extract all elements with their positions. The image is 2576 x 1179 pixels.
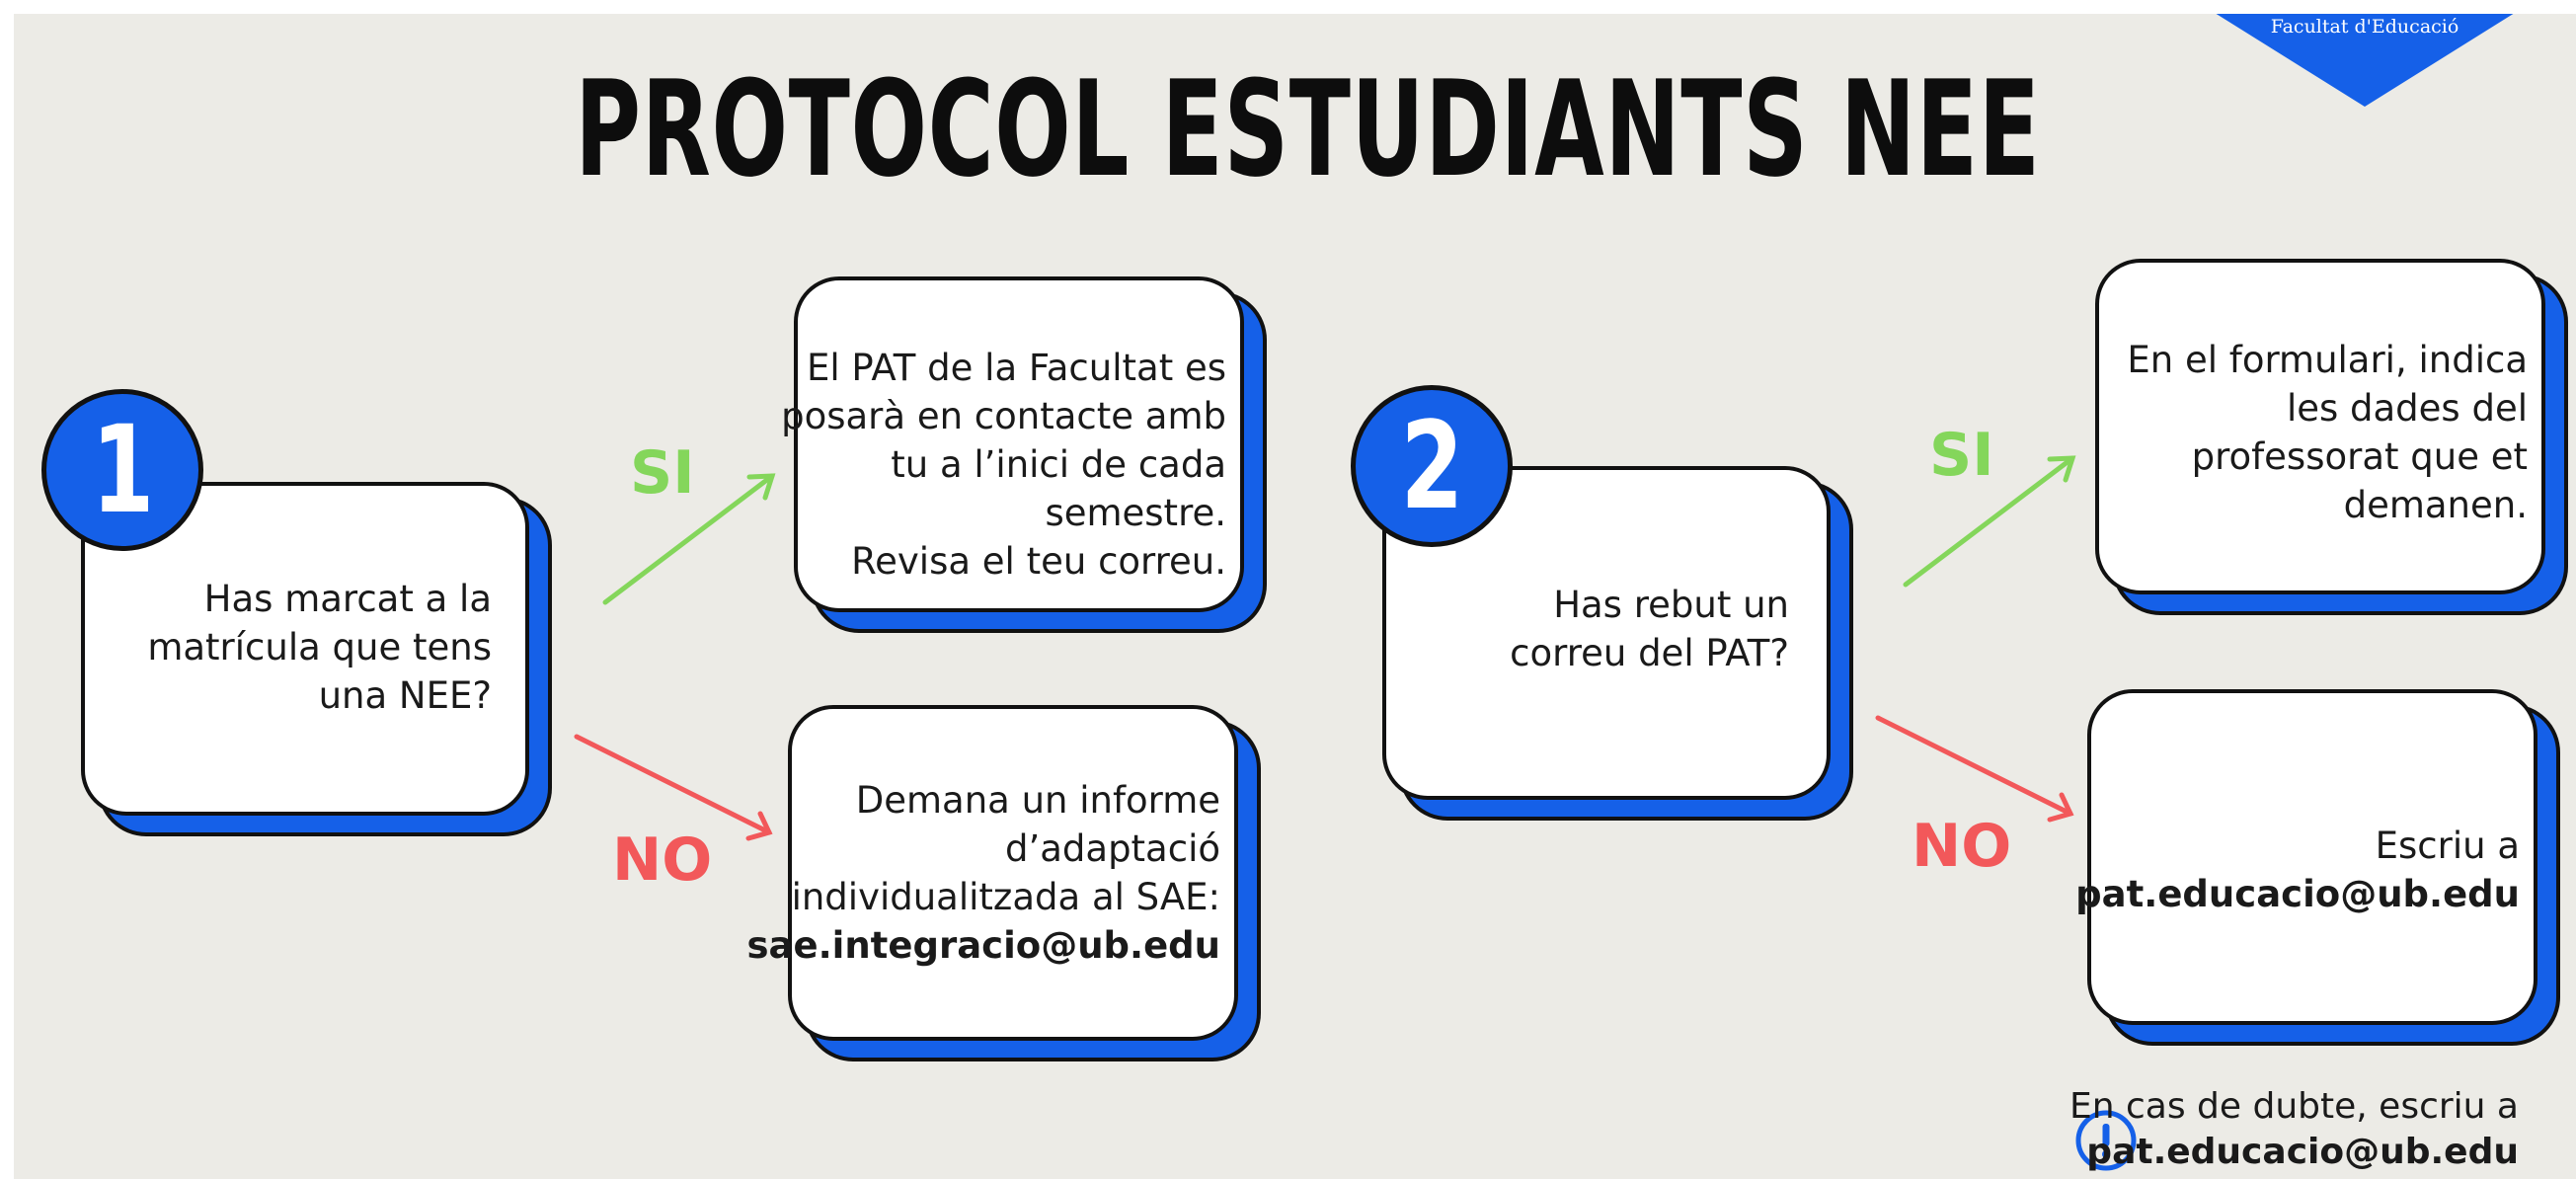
exclamation-circle-icon	[2075, 1110, 2137, 1171]
step2-yes-result-line: professorat que et	[2191, 435, 2528, 478]
step1-question-line: una NEE?	[318, 674, 492, 717]
step1-question-box: Has marcat a la matrícula que tens una N…	[81, 482, 529, 816]
step1-number: 1	[91, 400, 154, 540]
step1-yes-result-line: semestre.	[1045, 492, 1226, 534]
footer-email[interactable]: pat.educacio@ub.edu	[2086, 1132, 2519, 1172]
step1-question-line: matrícula que tens	[147, 626, 492, 668]
step2-yes-result-box: En el formulari, indica les dades del pr…	[2095, 259, 2545, 594]
step1-yes-label: SI	[630, 438, 695, 508]
footer-note: En cas de dubte, escriu a pat.educacio@u…	[2069, 1084, 2519, 1175]
arrow-step1-yes-head	[746, 473, 776, 501]
arrow-step1-no	[574, 734, 772, 835]
step1-yes-result-line: posarà en contacte amb	[781, 395, 1226, 437]
sae-email[interactable]: sae.integracio@ub.edu	[746, 924, 1220, 967]
pat-email[interactable]: pat.educacio@ub.edu	[2075, 873, 2520, 915]
footer-text: En cas de dubte, escriu a	[2069, 1086, 2519, 1127]
page-title: PROTOCOL ESTUDIANTS NEE	[575, 52, 2041, 206]
step1-no-result-line: individualitzada al SAE:	[791, 876, 1220, 918]
step1-yes-result-line: tu a l’inici de cada	[891, 443, 1226, 486]
step2-question-line: Has rebut un	[1553, 584, 1789, 626]
arrow-step2-yes-head	[2047, 455, 2076, 483]
step2-question-box: Has rebut un correu del PAT?	[1382, 466, 1831, 800]
infographic-canvas: Facultat d'Educació PROTOCOL ESTUDIANTS …	[14, 14, 2576, 1179]
step1-no-result-line: d’adaptació	[1004, 827, 1220, 870]
step2-no-result-line: Escriu a	[2375, 825, 2520, 867]
arrow-step2-no	[1875, 715, 2073, 817]
step2-yes-result-line: les dades del	[2286, 387, 2528, 430]
step1-number-badge: 1	[41, 389, 203, 551]
step1-no-result-box: Demana un informe d’adaptació individual…	[747, 705, 1238, 1041]
step2-yes-result-line: demanen.	[2343, 484, 2528, 526]
step2-question-line: correu del PAT?	[1510, 632, 1789, 674]
step1-yes-result-box: El PAT de la Facultat es posarà en conta…	[781, 276, 1244, 612]
faculty-banner-text: Facultat d'Educació	[2270, 16, 2459, 38]
step2-yes-result-line: En el formulari, indica	[2127, 339, 2528, 381]
step1-yes-result-line: Revisa el teu correu.	[851, 540, 1226, 583]
step2-number: 2	[1400, 396, 1463, 536]
step1-question-line: Has marcat a la	[203, 578, 492, 620]
arrow-step2-no-head	[2047, 792, 2074, 823]
faculty-banner	[2216, 14, 2514, 107]
step2-number-badge: 2	[1351, 385, 1513, 547]
step2-no-label: NO	[1912, 812, 2012, 881]
step2-no-result-box: Escriu a pat.educacio@ub.edu	[2075, 689, 2537, 1025]
step1-yes-result-line: El PAT de la Facultat es	[806, 347, 1226, 389]
step1-no-result-line: Demana un informe	[855, 779, 1220, 822]
step1-no-label: NO	[612, 825, 713, 895]
step2-yes-label: SI	[1929, 421, 1994, 490]
